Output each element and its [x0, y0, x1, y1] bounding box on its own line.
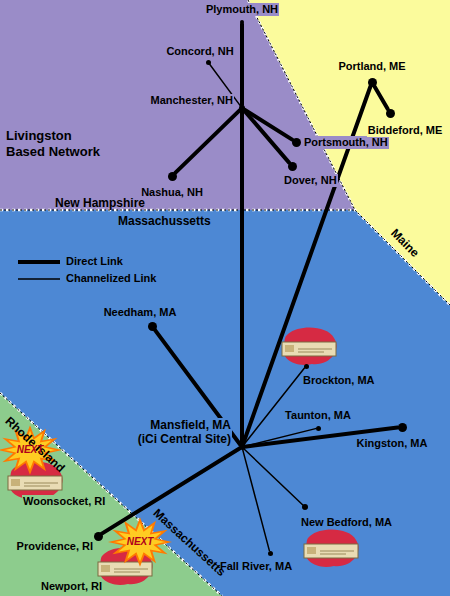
direct-link	[245, 110, 293, 140]
direct-link	[244, 110, 289, 162]
region-label: New Hampshire	[55, 196, 145, 210]
city-label: Biddeford, ME	[367, 124, 444, 137]
city-node: Taunton, MA	[316, 426, 321, 431]
next-starburst	[111, 520, 168, 564]
region-label: Massachussetts	[118, 214, 211, 228]
channelized-link	[244, 449, 303, 505]
city-label: Dover, NH	[283, 174, 338, 187]
city-node: Portland, ME	[368, 78, 377, 87]
city-label: Woonsocket, RI	[22, 495, 106, 508]
city-label: Plymouth, NH	[205, 3, 279, 16]
city-node: Biddeford, ME	[386, 109, 395, 118]
city-node: Manchester, NH	[239, 105, 245, 111]
region-label: Maine	[388, 226, 422, 260]
city-label: Nashua, NH	[140, 186, 204, 199]
channelized-link	[243, 449, 270, 550]
city-node: Plymouth, NH	[240, 20, 244, 24]
direct-link	[240, 111, 244, 445]
city-node: Kingston, MA	[398, 423, 407, 432]
city-node: Providence, RI	[94, 532, 103, 541]
city-label: Portsmouth, NH	[303, 136, 389, 149]
city-label: Newport, RI	[40, 580, 103, 593]
legend-direct-sample	[18, 260, 60, 264]
legend-text: Direct Link	[66, 255, 123, 268]
city-node: Portsmouth, NH	[292, 138, 301, 147]
city-label: Needham, MA	[103, 306, 178, 319]
direct-link	[374, 86, 387, 109]
city-label: Manchester, NH	[149, 94, 234, 107]
next-badge-text: NEXT	[127, 536, 154, 548]
portmaster-device	[282, 328, 337, 365]
direct-link	[240, 24, 244, 105]
portmaster-device	[304, 530, 359, 567]
city-label: Fall River, MA	[219, 560, 293, 573]
city-label: Taunton, MA	[284, 409, 352, 422]
direct-link	[175, 110, 240, 173]
region-label: Livingston Based Network	[6, 128, 106, 160]
city-label: Mansfield, MA (iCi Central Site)	[136, 418, 232, 446]
city-node: Needham, MA	[148, 322, 157, 331]
city-node: Dover, NH	[288, 162, 297, 171]
city-label: Concord, NH	[165, 45, 234, 58]
legend-text: Channelized Link	[66, 272, 156, 285]
city-node: New Bedford, MA	[302, 504, 308, 510]
city-node: Brockton, MA	[304, 364, 309, 369]
city-node: Fall River, MA	[268, 551, 273, 556]
city-label: Kingston, MA	[356, 437, 429, 450]
region-label: Massachussetts	[151, 506, 229, 579]
legend-channelized-sample	[18, 278, 60, 280]
city-label: New Bedford, MA	[300, 516, 393, 529]
city-label: Providence, RI	[16, 540, 94, 553]
city-node: Mansfield, MA (iCi Central Site)	[240, 445, 245, 450]
next-badge-text: NEXT	[17, 444, 44, 456]
city-label: Portland, ME	[337, 60, 406, 73]
city-node: Concord, NH	[206, 60, 211, 65]
city-label: Brockton, MA	[302, 374, 376, 387]
city-node: Nashua, NH	[168, 172, 177, 181]
